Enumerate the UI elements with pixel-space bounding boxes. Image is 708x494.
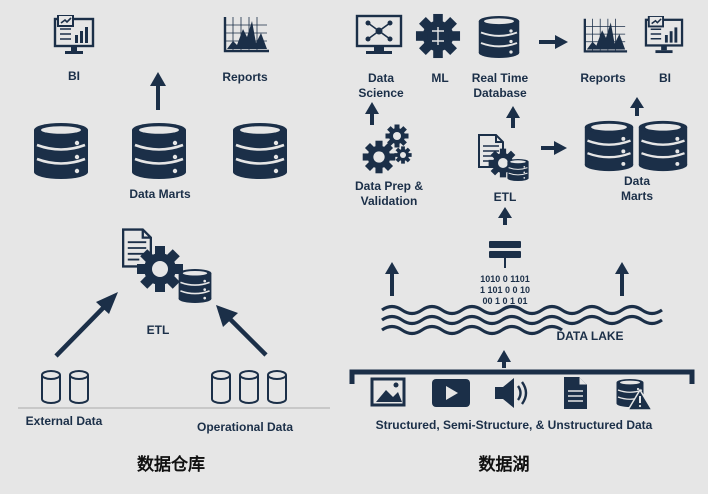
lake-bi-label: BI bbox=[659, 71, 671, 85]
svg-text:1010 0 1101: 1010 0 1101 bbox=[480, 274, 530, 284]
warehouse-etl-label: ETL bbox=[147, 323, 170, 337]
svg-text:1 101 0 0 10: 1 101 0 0 10 bbox=[480, 285, 530, 295]
database-warning-icon bbox=[616, 378, 654, 411]
lake-bi-icon bbox=[644, 16, 684, 54]
sources-label: Structured, Semi-Structure, & Unstructur… bbox=[376, 418, 653, 432]
database-to-reports-arrow-icon bbox=[539, 35, 568, 49]
document-file-icon bbox=[564, 377, 587, 409]
ml-label: ML bbox=[431, 71, 448, 85]
etl-to-database-arrow-icon bbox=[506, 106, 520, 128]
lake-to-prep-arrow-icon bbox=[385, 262, 399, 296]
warehouse-bi-icon bbox=[53, 15, 95, 55]
data-science-icon bbox=[355, 14, 403, 54]
lake-caption: 数据湖 bbox=[479, 454, 530, 474]
prep-to-science-arrow-icon bbox=[365, 102, 379, 125]
data-lake-server-icon bbox=[489, 241, 521, 268]
data-mart-database-icon bbox=[232, 122, 288, 180]
data-science-label-line-1: Data bbox=[368, 71, 394, 85]
lake-data-marts-label-line-2: Marts bbox=[621, 189, 653, 203]
data-mart-database-icon bbox=[131, 122, 187, 180]
binary-data-icon: 1010 0 1101 1 101 0 0 10 00 1 0 1 01 bbox=[480, 274, 530, 306]
operational-data-cylinders-icon bbox=[211, 370, 287, 404]
warehouse-up-arrow-icon bbox=[150, 72, 166, 110]
warehouse-reports-icon bbox=[223, 15, 271, 53]
video-play-icon bbox=[432, 379, 470, 407]
data-prep-gears-icon bbox=[362, 124, 412, 174]
svg-text:00 1 0 1 01: 00 1 0 1 01 bbox=[482, 296, 527, 306]
external-data-label: External Data bbox=[26, 414, 103, 428]
data-prep-label-line-1: Data Prep & bbox=[355, 179, 423, 193]
data-lake-label: DATA LAKE bbox=[556, 329, 623, 343]
data-science-label-line-2: Science bbox=[358, 86, 404, 100]
warehouse-reports-label: Reports bbox=[222, 70, 268, 84]
etl-to-marts-arrow-icon bbox=[541, 141, 567, 155]
real-time-database-icon bbox=[478, 14, 520, 60]
sources-bracket bbox=[349, 369, 695, 384]
lake-reports-icon bbox=[583, 17, 629, 53]
external-to-etl-arrow-icon bbox=[54, 292, 118, 358]
lake-data-marts-icon bbox=[583, 120, 689, 172]
lake-to-etl-arrow-icon bbox=[498, 207, 512, 225]
lake-data-marts-label-line-1: Data bbox=[624, 174, 650, 188]
lake-etl-icon bbox=[478, 134, 529, 182]
lake-to-marts-arrow-icon bbox=[615, 262, 629, 296]
warehouse-etl-icon bbox=[122, 228, 212, 304]
warehouse-data-marts-label: Data Marts bbox=[129, 187, 191, 201]
water-waves-icon bbox=[381, 304, 663, 336]
warehouse-section: BI Reports Data Marts ETL bbox=[18, 15, 330, 474]
operational-data-label: Operational Data bbox=[197, 420, 293, 434]
sources-to-lake-arrow-icon bbox=[497, 350, 511, 368]
real-time-database-label-line-1: Real Time bbox=[472, 71, 529, 85]
lake-section: Data Science ML Real Time Database Repor… bbox=[349, 13, 695, 474]
warehouse-caption: 数据仓库 bbox=[137, 454, 205, 474]
audio-speaker-icon bbox=[495, 378, 528, 408]
external-data-cylinders-icon bbox=[41, 370, 89, 404]
lake-etl-label: ETL bbox=[494, 190, 517, 204]
data-mart-database-icon bbox=[33, 122, 89, 180]
ml-brain-gear-icon bbox=[415, 13, 461, 59]
marts-to-reports-arrow-icon bbox=[630, 97, 644, 116]
image-file-icon bbox=[370, 377, 406, 407]
real-time-database-label-line-2: Database bbox=[473, 86, 527, 100]
data-prep-label-line-2: Validation bbox=[361, 194, 418, 208]
lake-reports-label: Reports bbox=[580, 71, 626, 85]
warehouse-bi-label: BI bbox=[68, 69, 80, 83]
operational-to-etl-arrow-icon bbox=[216, 305, 268, 357]
